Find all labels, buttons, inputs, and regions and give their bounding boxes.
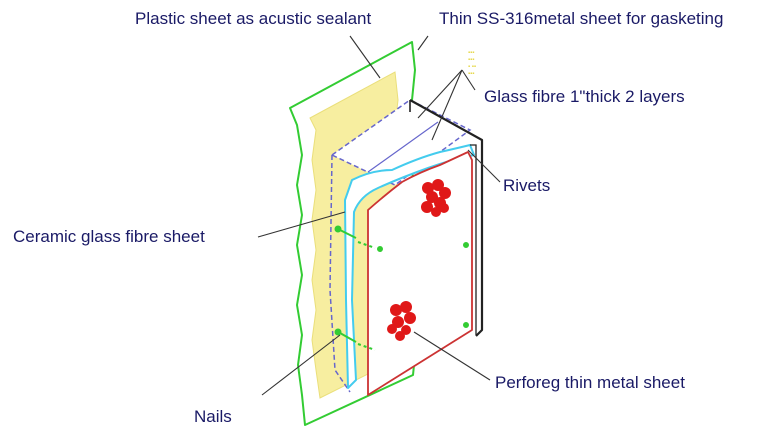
label-glass-fibre: Glass fibre 1"thick 2 layers (484, 87, 685, 106)
label-ceramic-sheet: Ceramic glass fibre sheet (13, 227, 205, 246)
label-perforated-sheet: Perforeg thin metal sheet (495, 373, 685, 392)
leader-glass-fibre-c (461, 69, 476, 91)
leader-rivets (467, 149, 501, 183)
leader-lines (257, 35, 501, 396)
leader-plastic-sheet (349, 35, 381, 79)
rivet-upper (421, 179, 451, 217)
glass-fibre-top (330, 99, 472, 186)
label-thin-ss-sheet: Thin SS-316metal sheet for gasketing (439, 9, 724, 28)
label-plastic-sheet: Plastic sheet as acustic sealant (135, 9, 372, 28)
leader-glass-fibre-b (431, 69, 463, 141)
nails (334, 225, 469, 351)
perforated-sheet-outline (367, 151, 473, 396)
leader-perforated (413, 331, 491, 381)
rivet-lower (387, 301, 416, 341)
leader-ceramic (257, 211, 346, 238)
ss-metal-sheet-edge (409, 99, 484, 337)
ss-metal-sheet-inner (470, 144, 477, 335)
annotation-glyphs: ▪▪▪ ▪▪▪ ▪ ▪▪ ▪▪▪ (468, 50, 477, 77)
label-rivets: Rivets (503, 176, 551, 195)
glass-fibre-fold (367, 121, 439, 173)
glass-fibre-left-edge (329, 154, 351, 393)
leader-nails (261, 334, 341, 396)
label-nails: Nails (194, 407, 232, 426)
leader-glass-fibre-a (417, 69, 463, 119)
leader-ss-sheet (417, 35, 429, 51)
